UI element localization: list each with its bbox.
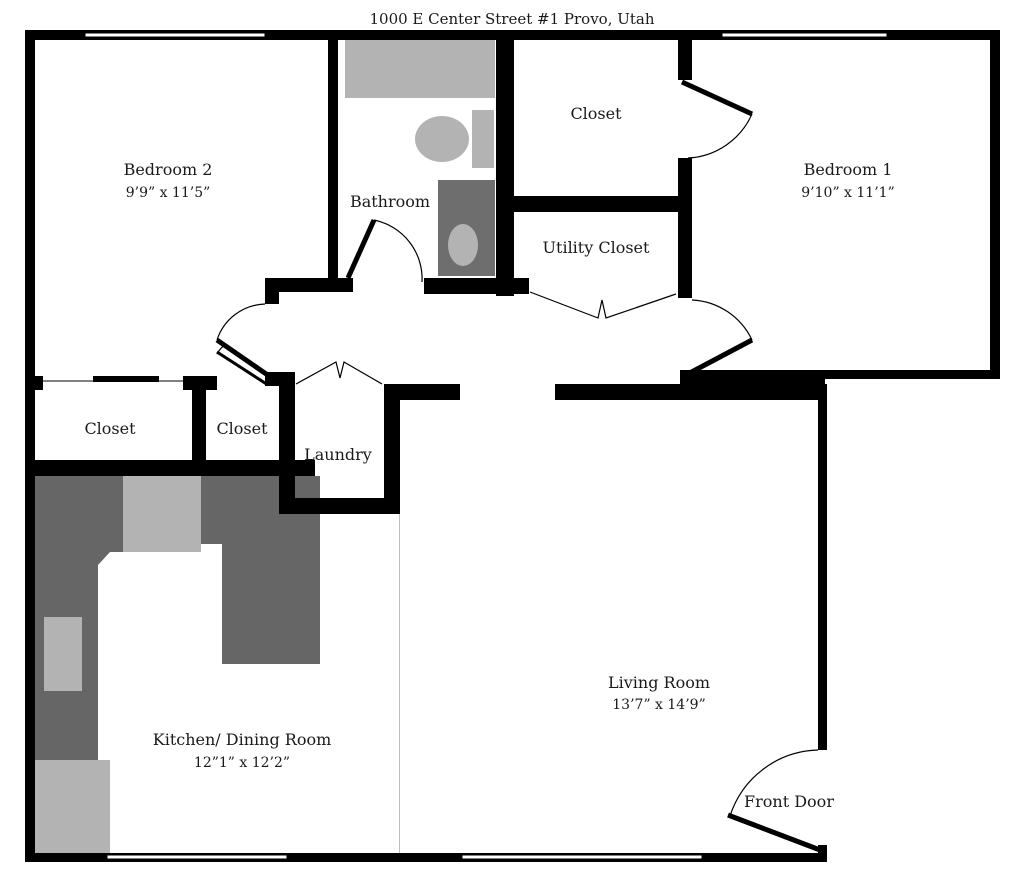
walls xyxy=(25,30,1000,862)
kitchen-dims: 12”1” x 12’2” xyxy=(194,755,290,771)
closet-mid-name: Closet xyxy=(216,419,268,438)
windows xyxy=(84,32,888,860)
closet-left-name: Closet xyxy=(84,419,136,438)
refrigerator-appliance xyxy=(35,760,110,853)
kitchen-fixtures xyxy=(35,476,320,853)
living-dims: 13’7” x 14’9” xyxy=(612,697,705,713)
closet-top-name: Closet xyxy=(570,104,622,123)
bedroom2-name: Bedroom 2 xyxy=(124,160,213,179)
bedroom1-name: Bedroom 1 xyxy=(804,160,893,179)
window-bedroom2 xyxy=(84,32,266,38)
utility-closet-name: Utility Closet xyxy=(543,238,650,257)
bedroom2-dims: 9’9” x 11’5” xyxy=(126,185,211,201)
window-bedroom1 xyxy=(721,32,888,38)
vanity-sink xyxy=(448,224,478,266)
bathroom-fixtures xyxy=(345,38,495,276)
front-door-label: Front Door xyxy=(744,792,834,811)
toilet-bowl xyxy=(415,116,469,162)
window-kitchen xyxy=(106,854,288,860)
window-living xyxy=(461,854,703,860)
bathroom-name: Bathroom xyxy=(350,192,430,211)
bedroom1-dims: 9’10” x 11’1” xyxy=(801,185,894,201)
kitchen-name: Kitchen/ Dining Room xyxy=(153,730,332,749)
living-name: Living Room xyxy=(608,673,710,692)
room-labels: Bedroom 2 9’9” x 11’5” Bathroom Closet B… xyxy=(84,104,894,811)
laundry-name: Laundry xyxy=(304,445,372,464)
range-appliance xyxy=(123,476,201,552)
kitchen-counter xyxy=(35,476,320,760)
address-title: 1000 E Center Street #1 Provo, Utah xyxy=(369,10,654,28)
toilet-tank xyxy=(472,110,494,168)
doors xyxy=(43,79,821,853)
bathtub xyxy=(345,38,495,98)
sink-appliance xyxy=(44,617,82,691)
